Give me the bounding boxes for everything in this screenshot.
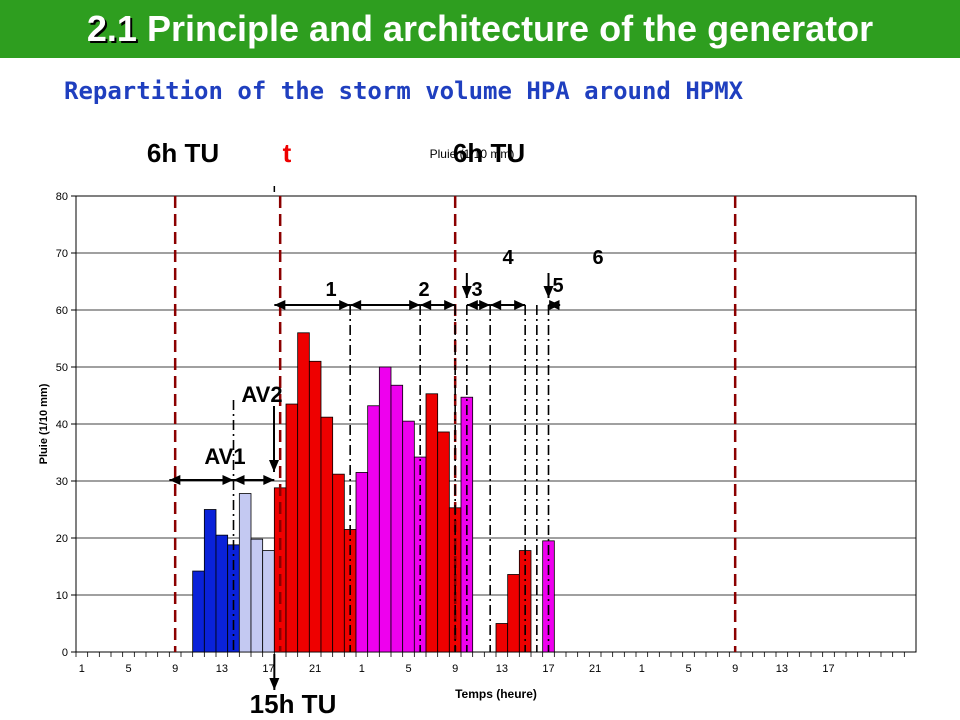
- y-tick-label: 80: [56, 191, 68, 203]
- label-av1: AV1: [204, 444, 245, 469]
- label-period-6: 6: [592, 247, 603, 269]
- bar: [390, 384, 404, 653]
- x-tick-label: 1: [79, 663, 85, 675]
- label-period-2: 2: [418, 279, 429, 301]
- arrow-head-left: [490, 300, 502, 310]
- bar: [355, 472, 369, 653]
- y-tick-label: 20: [56, 533, 68, 545]
- bar: [215, 534, 229, 653]
- arrow-head-right: [549, 300, 561, 310]
- subtitle: Repartition of the storm volume HPA arou…: [64, 77, 744, 105]
- bar: [425, 393, 439, 653]
- x-tick-label: 21: [309, 663, 321, 675]
- bar: [332, 473, 345, 653]
- arrow-head-right: [514, 300, 526, 310]
- bar: [495, 623, 509, 653]
- arrow-head-right: [409, 300, 421, 310]
- x-tick-label: 5: [685, 663, 691, 675]
- label-period-5: 5: [552, 275, 563, 297]
- x-tick-label: 17: [262, 663, 274, 675]
- arrow-head-right: [263, 475, 275, 485]
- label-av2: AV2: [241, 382, 282, 407]
- time-markers: [173, 196, 737, 652]
- period-boundaries: [232, 305, 550, 652]
- label-period-4: 4: [502, 247, 514, 269]
- x-tick-label: 17: [822, 663, 834, 675]
- x-tick-label: 9: [452, 663, 458, 675]
- arrow-head-right: [479, 300, 491, 310]
- x-tick-label: 13: [216, 663, 228, 675]
- bar: [320, 416, 334, 653]
- arrow-head-right: [222, 475, 234, 485]
- title-bar: [0, 0, 960, 58]
- x-tick-label: 5: [405, 663, 411, 675]
- x-tick-label: 13: [496, 663, 508, 675]
- bar: [262, 550, 275, 653]
- label-15h-tu: 15h TU: [250, 689, 337, 719]
- arrow-head-left: [169, 475, 181, 485]
- label-period-3: 3: [471, 279, 482, 301]
- y-tick-label: 50: [56, 362, 68, 374]
- x-tick-label: 1: [639, 663, 645, 675]
- bar: [437, 431, 450, 653]
- bar: [507, 574, 520, 653]
- label-period-1: 1: [325, 279, 336, 301]
- chart-title: Pluie (1/10 mm): [430, 147, 515, 161]
- bars: [192, 332, 555, 653]
- bar: [308, 360, 322, 653]
- y-tick-label: 30: [56, 476, 68, 488]
- arrow-head-left: [350, 300, 362, 310]
- y-tick-label: 40: [56, 419, 68, 431]
- x-axis-label: Temps (heure): [455, 687, 537, 701]
- bar: [402, 420, 415, 653]
- arrow-head-left: [466, 300, 478, 310]
- arrow-head-down: [461, 286, 472, 298]
- label-6h-tu-right: 6h TU: [453, 138, 525, 168]
- x-tick-label: 9: [732, 663, 738, 675]
- bar: [542, 540, 555, 653]
- arrow-head-down: [269, 460, 279, 472]
- x-tick-label: 21: [589, 663, 601, 675]
- section-number: 2.1: [86, 8, 137, 49]
- bar: [285, 403, 299, 653]
- y-tick-label: 0: [62, 647, 68, 659]
- period-arrows: [169, 186, 561, 690]
- arrow-head-left: [420, 300, 432, 310]
- bar: [192, 570, 205, 653]
- x-tick-label: 9: [172, 663, 178, 675]
- label-t: t: [283, 138, 292, 168]
- bar: [367, 405, 380, 653]
- bar: [378, 366, 392, 653]
- arrow-head-right: [444, 300, 456, 310]
- y-axis: 0 10 20 30 40 50 60 70 80: [56, 191, 76, 659]
- arrow-head-down: [269, 678, 280, 690]
- title-text: Principle and architecture of the genera…: [146, 8, 874, 49]
- bar: [297, 332, 310, 653]
- arrow-head-left: [274, 300, 286, 310]
- x-tick-label: 5: [125, 663, 131, 675]
- y-tick-label: 60: [56, 305, 68, 317]
- x-tick-label: 13: [776, 663, 788, 675]
- y-tick-label: 10: [56, 590, 68, 602]
- bar: [203, 509, 217, 653]
- page-title: 2.1 Principle and architecture of the ge…: [0, 6, 960, 52]
- arrow-head-right: [339, 300, 351, 310]
- bar: [238, 493, 252, 653]
- arrow-head-left: [233, 475, 245, 485]
- y-axis-label: Pluie (1/10 mm): [38, 383, 50, 464]
- bar: [250, 538, 264, 653]
- x-tick-label: 1: [359, 663, 365, 675]
- y-tick-label: 70: [56, 248, 68, 260]
- arrow-head-down: [543, 286, 554, 298]
- label-6h-tu-left: 6h TU: [147, 138, 219, 168]
- x-tick-label: 17: [542, 663, 554, 675]
